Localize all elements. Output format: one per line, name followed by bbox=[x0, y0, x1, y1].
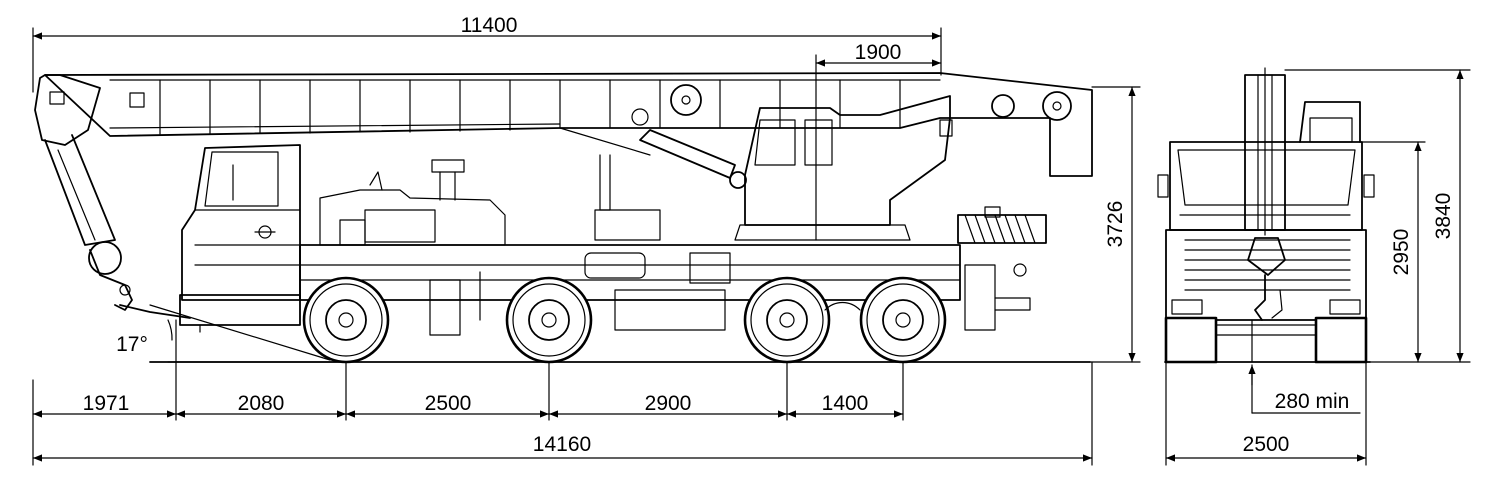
wheel-4 bbox=[859, 276, 947, 364]
dim-overall-length: 14160 bbox=[533, 433, 591, 456]
front-view bbox=[1157, 67, 1375, 364]
side-view bbox=[34, 72, 1093, 364]
dim-cab-offset: 1900 bbox=[855, 41, 902, 64]
dim-approach-angle: 17° bbox=[116, 333, 148, 356]
dim-height-total: 3840 bbox=[1432, 193, 1455, 240]
dimension-labels: 11400 1900 3726 17° 1971 2080 2500 2900 … bbox=[83, 14, 1455, 456]
boom bbox=[44, 72, 1093, 177]
dim-height-cab: 2950 bbox=[1390, 229, 1413, 276]
boom-head-hook bbox=[34, 74, 191, 319]
dim-boom-length: 11400 bbox=[461, 14, 518, 37]
approach-angle-lines bbox=[149, 304, 347, 363]
dim-ground-clearance: 280 min bbox=[1275, 390, 1350, 413]
tandem-link bbox=[824, 301, 861, 311]
boom-lattice bbox=[159, 79, 901, 135]
dim-width: 2500 bbox=[1243, 433, 1290, 456]
dim-wheelbase-4: 1400 bbox=[822, 392, 869, 415]
chassis-frame bbox=[299, 244, 1031, 336]
counterweight bbox=[957, 206, 1047, 277]
dim-front-overhang: 1971 bbox=[83, 392, 130, 415]
wheel-1 bbox=[302, 276, 390, 364]
dim-wheelbase-2: 2500 bbox=[425, 392, 472, 415]
dimension-lines bbox=[32, 27, 1471, 466]
dim-height-side: 3726 bbox=[1104, 201, 1127, 248]
truck-cab bbox=[179, 144, 301, 333]
machinery-block bbox=[319, 159, 506, 246]
dim-wheelbase-1: 2080 bbox=[238, 392, 285, 415]
wheel-2 bbox=[505, 276, 593, 364]
wheel-3 bbox=[743, 276, 831, 364]
turret bbox=[559, 95, 953, 241]
dim-wheelbase-3: 2900 bbox=[645, 392, 692, 415]
